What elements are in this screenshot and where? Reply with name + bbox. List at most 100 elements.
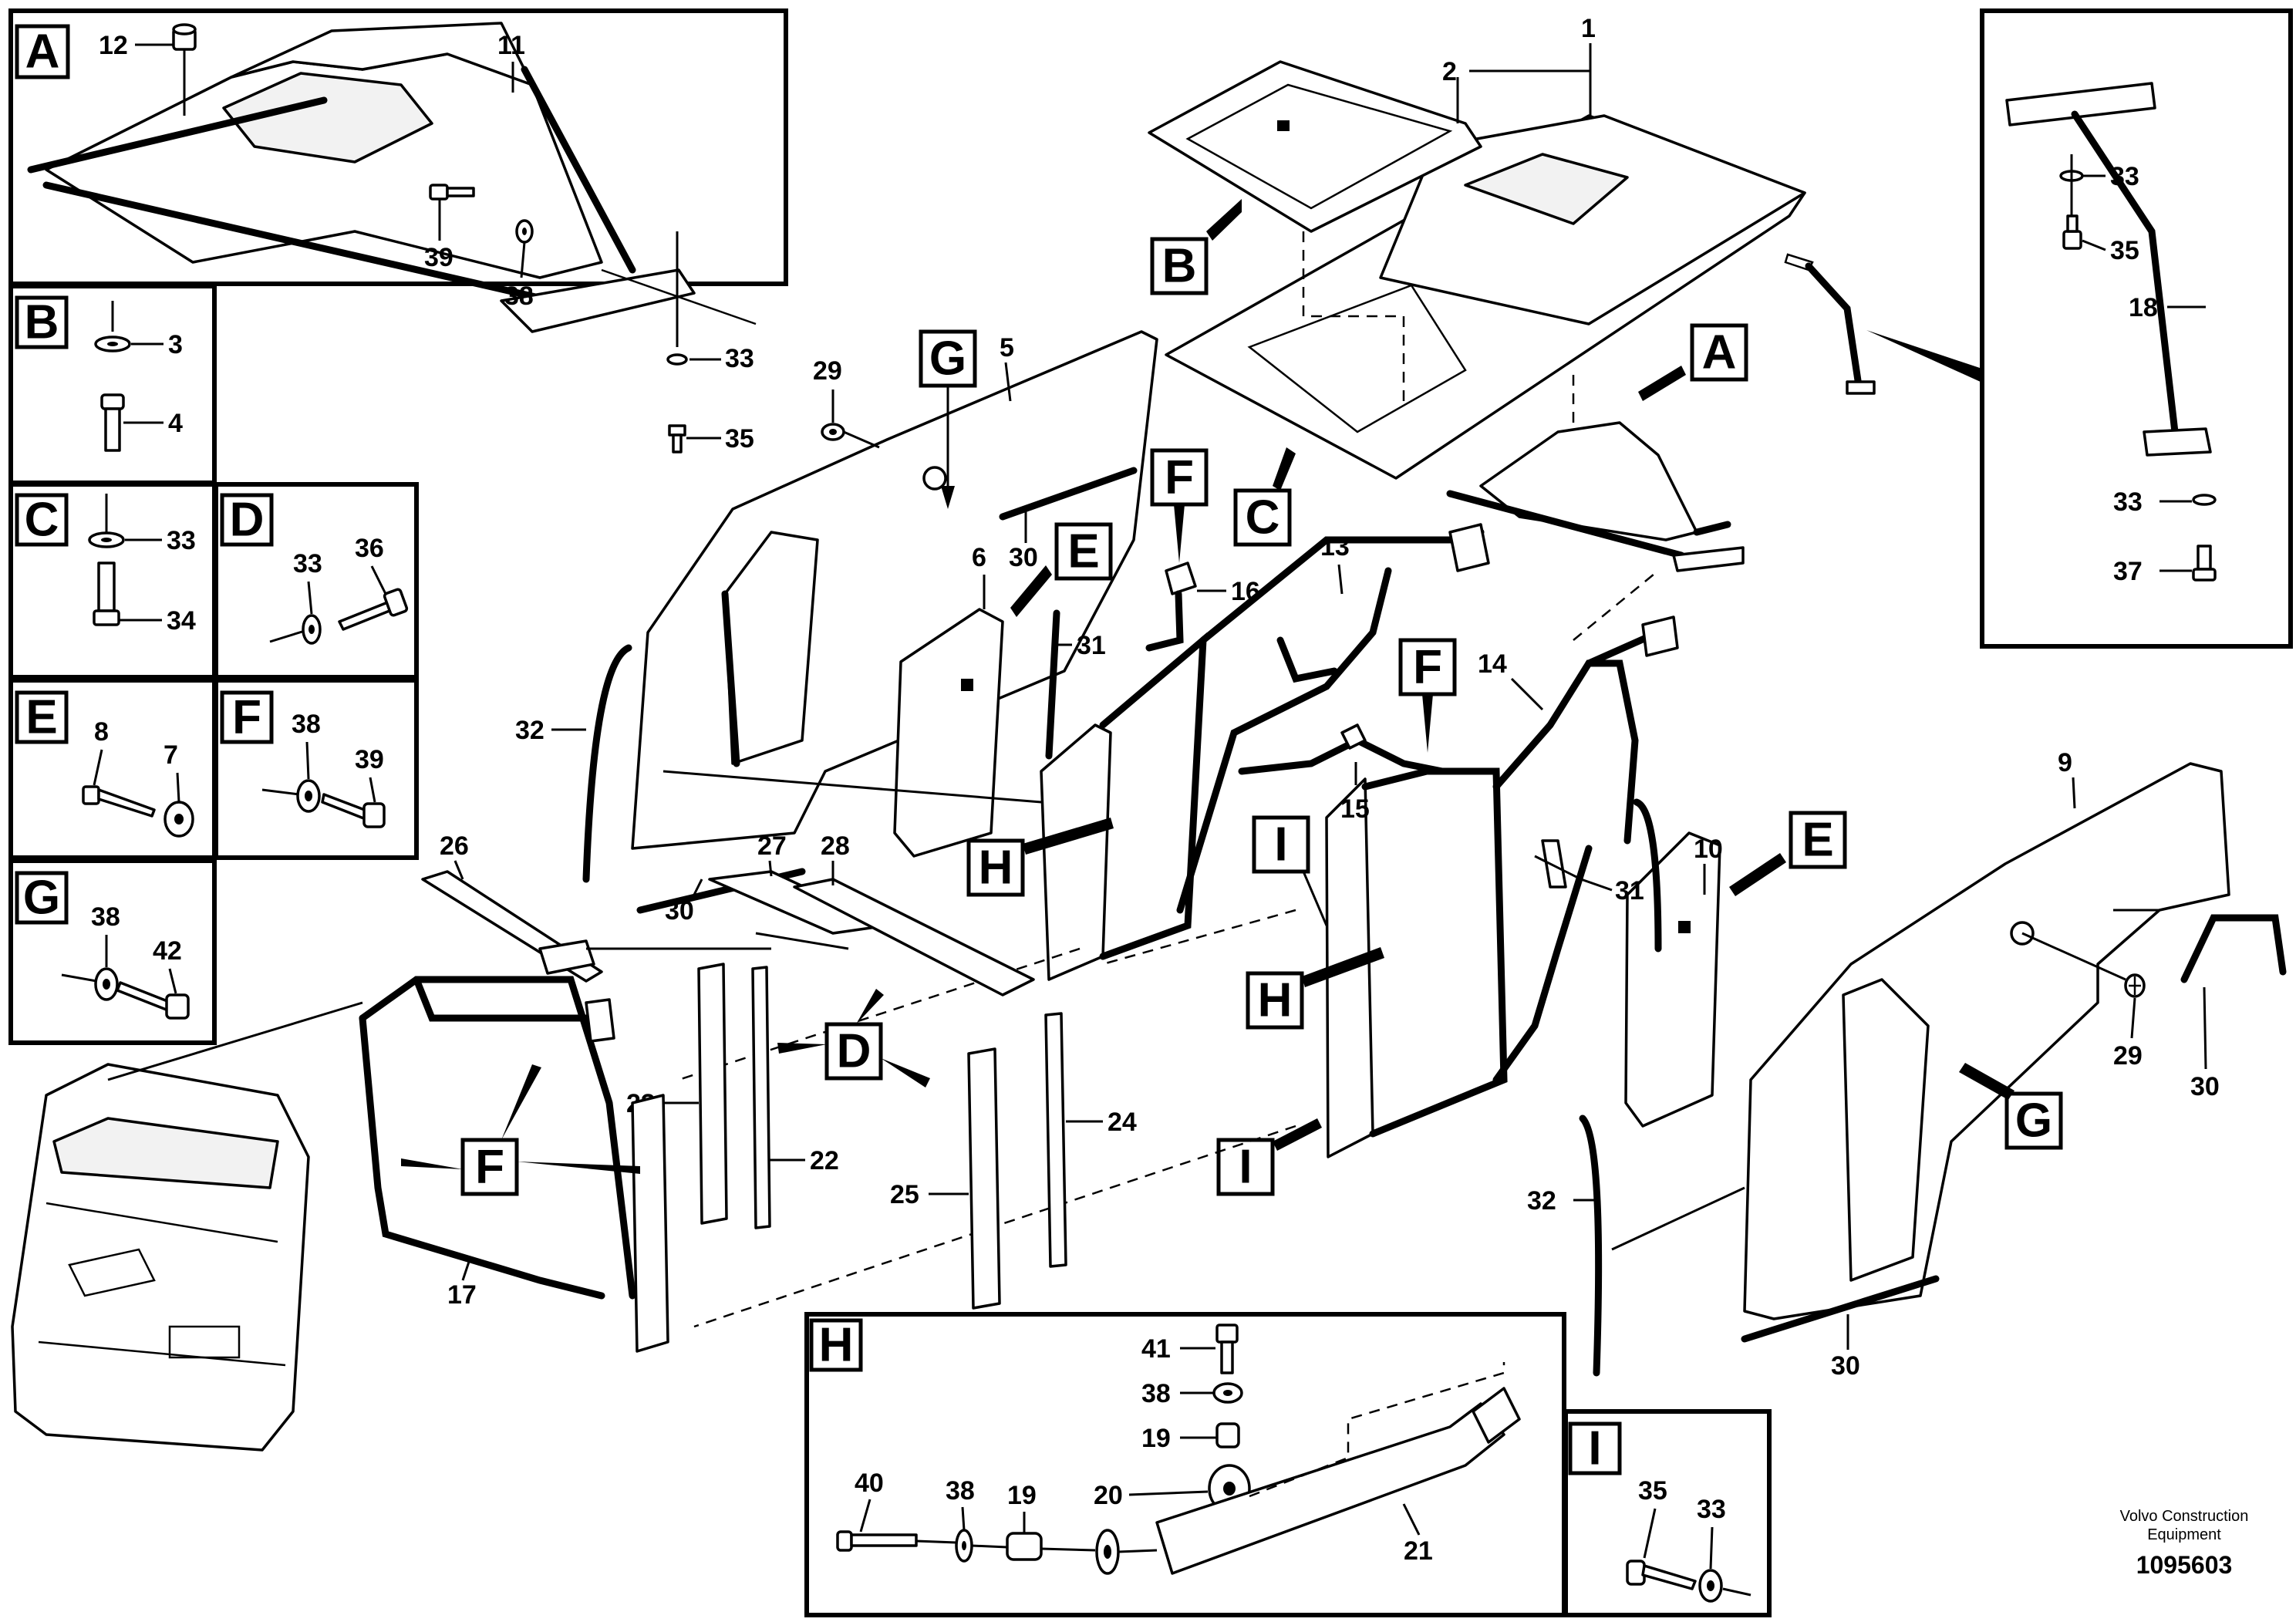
part-30-strip-right-arch: [2180, 914, 2287, 983]
part-33-washer-stay-bottom: [2192, 494, 2217, 506]
label-19: 19: [1007, 1481, 1037, 1510]
part-28-strip: [793, 878, 1035, 996]
badge-i-main-upper: I: [1274, 818, 1287, 872]
part-33-washer-i: [1698, 1569, 1723, 1603]
label-38-h-top: 38: [1141, 1379, 1171, 1408]
part-37-bolt: [2192, 545, 2217, 582]
badge-e-main-left: E: [1067, 525, 1099, 578]
part-42-bolt: [116, 981, 190, 1020]
label-39-f: 39: [355, 745, 384, 774]
label-32-left: 32: [515, 716, 544, 745]
badge-f-panel: F: [232, 691, 261, 744]
label-29-right: 29: [2113, 1041, 2143, 1071]
label-40: 40: [855, 1469, 884, 1498]
label-33-c: 33: [167, 526, 196, 555]
label-35-i: 35: [1638, 1476, 1667, 1506]
part-38-washer-h: [955, 1529, 973, 1563]
label-37: 37: [2113, 557, 2143, 586]
detail-panel-a: A: [8, 8, 788, 454]
part-15-bracket: [1238, 723, 1446, 775]
part-29-plug-right: [2124, 973, 2146, 998]
label-33-stay-top: 33: [2110, 162, 2139, 191]
label-20: 20: [1094, 1481, 1123, 1510]
label-38-h: 38: [946, 1476, 975, 1506]
part-24-strip: [1044, 1012, 1067, 1268]
badge-f-main-upper: F: [1165, 451, 1194, 504]
part-14-cab-frame-right: [1325, 615, 1679, 1158]
part-19-bushing-top: [1215, 1422, 1240, 1448]
part-32-seal-left: [582, 644, 632, 883]
label-38-a: 38: [504, 282, 534, 311]
label-15: 15: [1340, 794, 1370, 824]
label-22: 22: [810, 1146, 839, 1175]
label-5: 5: [1000, 333, 1014, 363]
detail-panel-h: H: [804, 1312, 1566, 1617]
label-21: 21: [1404, 1536, 1433, 1566]
part-30-strip-left-top: [999, 467, 1138, 521]
badge-i-panel: I: [1588, 1422, 1601, 1475]
badge-i-main-lower: I: [1239, 1141, 1252, 1194]
brand-line-1: Volvo Construction: [2120, 1508, 2249, 1525]
part-11-frame-main: [1446, 421, 1745, 572]
badge-e-main-right: E: [1802, 814, 1833, 867]
badge-c-main: C: [1246, 491, 1280, 545]
label-28: 28: [821, 831, 850, 861]
part-34-bolt: [93, 561, 120, 626]
brand-line-2: Equipment: [2147, 1526, 2221, 1543]
label-7: 7: [164, 740, 178, 770]
part-1-roof: [1165, 114, 1806, 480]
detail-panel-i: I 35 33: [1563, 1409, 1772, 1617]
label-1: 1: [1581, 14, 1596, 43]
badge-c: C: [25, 494, 59, 547]
badge-f-main-lower: F: [475, 1141, 504, 1194]
label-38-f: 38: [292, 710, 321, 739]
part-41-bolt: [1215, 1324, 1239, 1374]
badge-e-panel: E: [25, 691, 57, 744]
label-9: 9: [2058, 748, 2072, 777]
label-39: 39: [424, 243, 453, 272]
part-12-nut: [172, 23, 197, 116]
label-4: 4: [168, 409, 183, 438]
detail-panel-stay: 33 35 18 33 37: [1980, 8, 2293, 649]
part-26-bracket: [421, 870, 603, 983]
label-30-bottom-right: 30: [1831, 1351, 1860, 1381]
part-29-plug-left: [821, 423, 845, 441]
label-25: 25: [890, 1180, 919, 1209]
label-10: 10: [1694, 835, 1723, 864]
part-40-pin: [836, 1530, 918, 1552]
label-16: 16: [1231, 577, 1260, 606]
detail-panel-f: F 38 39: [214, 678, 419, 860]
part-35-bolt-i: [1626, 1560, 1697, 1590]
badge-a-main: A: [1702, 326, 1737, 379]
part-5-left-panel: [631, 330, 1158, 850]
label-33-d: 33: [293, 549, 322, 578]
label-35-a: 35: [725, 424, 754, 454]
label-34: 34: [167, 606, 196, 636]
detail-panel-e: E 8 7: [8, 678, 217, 860]
label-38-g: 38: [91, 902, 120, 932]
label-36: 36: [355, 534, 384, 563]
document-number: 1095603: [2136, 1551, 2233, 1579]
label-33-stay-bottom: 33: [2113, 487, 2143, 517]
part-9-right-panel: [1743, 762, 2230, 1320]
label-27: 27: [757, 831, 787, 861]
label-13: 13: [1320, 532, 1350, 561]
label-11: 11: [497, 31, 525, 60]
label-30-arch: 30: [2190, 1072, 2220, 1101]
label-31-right: 31: [1615, 876, 1644, 905]
label-3: 3: [168, 330, 183, 359]
part-20-washer-h: [1095, 1529, 1120, 1575]
detail-panel-g: G 38 42: [8, 858, 217, 1045]
badge-d: D: [230, 494, 265, 547]
label-41: 41: [1141, 1334, 1171, 1364]
part-10-glass-right: [1624, 831, 1721, 1128]
badge-b: B: [25, 296, 59, 349]
part-31-seal-right: [1633, 798, 1662, 953]
rear-panel: [11, 1063, 310, 1452]
detail-panel-c: C 33 34: [8, 482, 217, 679]
part-38-washer-h-top: [1212, 1382, 1243, 1404]
badge-g-panel: G: [23, 872, 60, 925]
part-13-cab-frame-left: [1040, 523, 1490, 981]
part-32-seal-right: [1579, 1114, 1603, 1377]
